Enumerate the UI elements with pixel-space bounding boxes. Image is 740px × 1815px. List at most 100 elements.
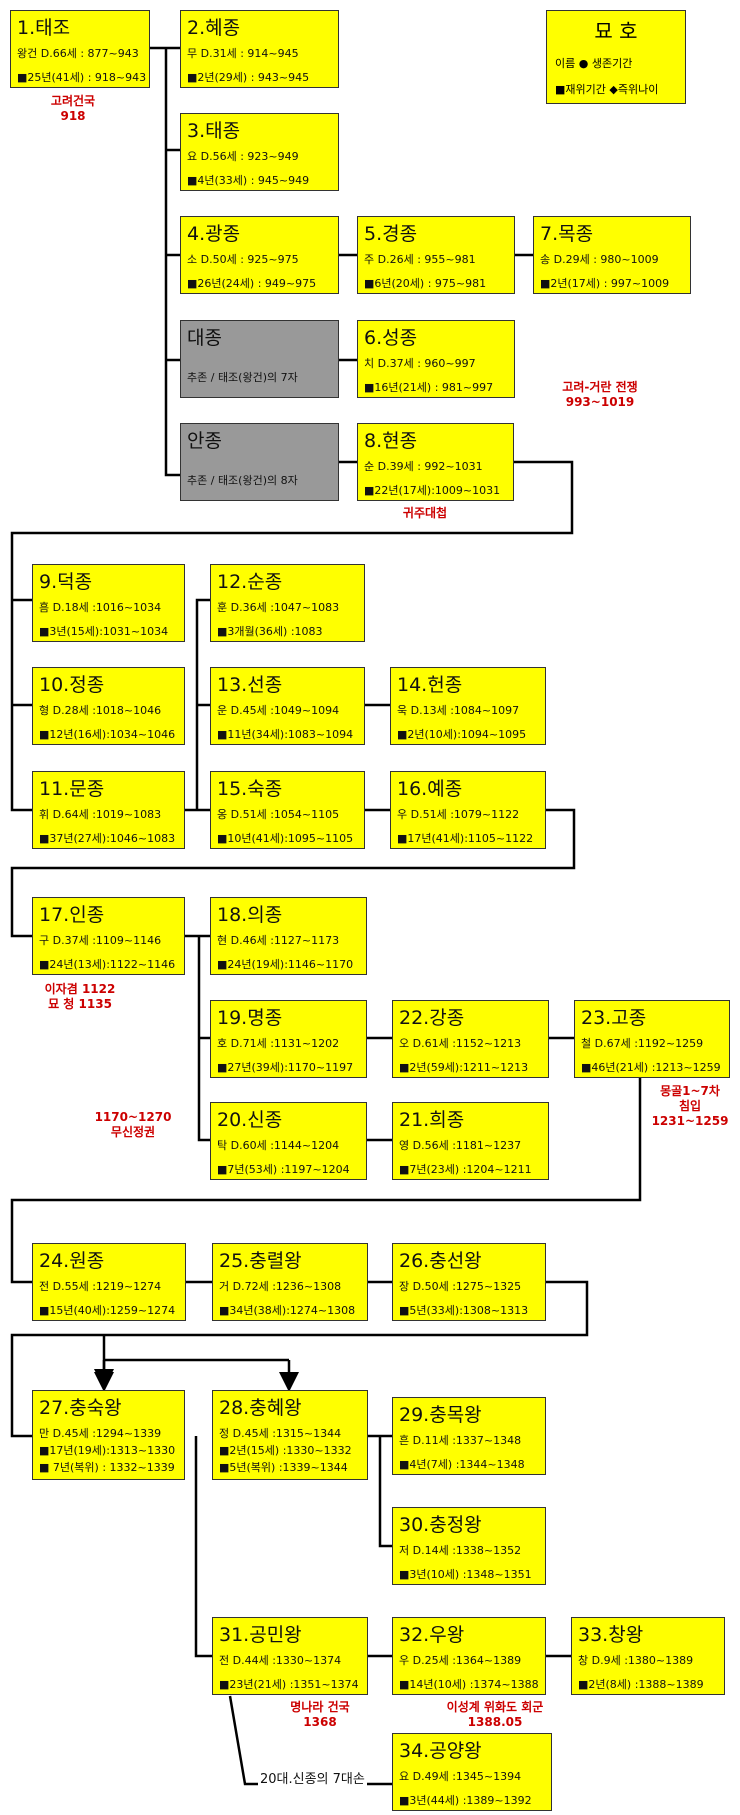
king-reign: ■27년(39세):1170~1197 [217,1061,354,1074]
king-title: 2.혜종 [187,17,241,39]
king-box-28: 28.충혜왕 정 D.45세 :1315~1344 ■2년(15세) :1330… [212,1390,368,1480]
king-box-18: 18.의종 현 D.46세 :1127~1173 ■24년(19세):1146~… [210,897,367,975]
king-life: 치 D.37세 : 960~997 [364,357,476,370]
king-box-21: 21.희종 영 D.56세 :1181~1237 ■7년(23세) :1204~… [392,1102,549,1180]
king-box-25: 25.충렬왕 거 D.72세 :1236~1308 ■34년(38세):1274… [212,1243,368,1321]
king-life: 철 D.67세 :1192~1259 [581,1037,704,1050]
king-title: 7.목종 [540,223,594,245]
king-title: 22.강종 [399,1007,465,1029]
king-title: 5.경종 [364,223,418,245]
line-8-descend [10,460,574,812]
king-life: 송 D.29세 : 980~1009 [540,253,659,266]
note-gwiju: 귀주대첩 [402,506,448,520]
king-reign: ■4년(33세) : 945~949 [187,174,310,187]
king-life: 추존 / 태조(왕건)의 7자 [187,371,298,384]
legend-title: 묘 호 [594,19,638,43]
king-title: 10.정종 [39,674,105,696]
king-reign: ■2년(29세) : 943~945 [187,71,310,84]
king-reign: ■15년(40세):1259~1274 [39,1304,176,1317]
king-life: 거 D.72세 :1236~1308 [219,1280,342,1293]
king-title: 33.창왕 [578,1624,644,1646]
king-reign: ■25년(41세) : 918~943 [17,71,147,84]
king-life: 요 D.49세 :1345~1394 [399,1770,522,1783]
king-box-29: 29.충목왕 흔 D.11세 :1337~1348 ■4년(7세) :1344~… [392,1397,546,1475]
king-box-10: 10.정종 형 D.28세 :1018~1046 ■12년(16세):1034~… [32,667,185,745]
king-life: 창 D.9세 :1380~1389 [578,1654,694,1667]
king-title: 24.원종 [39,1250,105,1272]
king-title: 31.공민왕 [219,1624,302,1646]
king-title: 9.덕종 [39,571,93,593]
king-life: 현 D.46세 :1127~1173 [217,934,340,947]
king-box-daejong: 대종 추존 / 태조(왕건)의 7자 [180,320,339,398]
king-reign: ■6년(20세) : 975~981 [364,277,487,290]
king-life: 소 D.50세 : 925~975 [187,253,299,266]
king-life: 탁 D.60세 :1144~1204 [217,1139,340,1152]
king-reign: ■11년(34세):1083~1094 [217,728,354,741]
legend-box: 묘 호 이름 ● 생존기간 ■재위기간 ◆즉위나이 [546,10,686,104]
king-box-14: 14.헌종 욱 D.13세 :1084~1097 ■2년(10세):1094~1… [390,667,546,745]
king-reign: ■3개월(36세) :1083 [217,625,323,638]
king-box-11: 11.문종 휘 D.64세 :1019~1083 ■37년(27세):1046~… [32,771,185,849]
king-box-17: 17.인종 구 D.37세 :1109~1146 ■24년(13세):1122~… [32,897,185,975]
king-reign: ■3년(44세) :1389~1392 [399,1794,532,1807]
king-box-27: 27.충숙왕 만 D.45세 :1294~1339 ■17년(19세):1313… [32,1390,185,1480]
king-box-anjong: 안종 추존 / 태조(왕건)의 8자 [180,423,339,501]
king-title: 4.광종 [187,223,241,245]
king-reign: ■17년(41세):1105~1122 [397,832,534,845]
king-box-5: 5.경종 주 D.26세 : 955~981 ■6년(20세) : 975~98… [357,216,515,294]
king-reign: ■17년(19세):1313~1330 [39,1444,176,1457]
king-title: 29.충목왕 [399,1404,482,1426]
king-title: 대종 [187,327,222,349]
king-title: 27.충숙왕 [39,1397,122,1419]
king-life: 주 D.26세 : 955~981 [364,253,476,266]
king-reign: ■2년(17세) : 997~1009 [540,277,670,290]
king-reign: ■2년(10세):1094~1095 [397,728,527,741]
king-title: 6.성종 [364,327,418,349]
king-title: 34.공양왕 [399,1740,482,1762]
king-life: 저 D.14세 :1338~1352 [399,1544,522,1557]
king-box-34: 34.공양왕 요 D.49세 :1345~1394 ■3년(44세) :1389… [392,1733,552,1811]
king-box-6: 6.성종 치 D.37세 : 960~997 ■16년(21세) : 981~9… [357,320,515,398]
king-box-16: 16.예종 우 D.51세 :1079~1122 ■17년(41세):1105~… [390,771,546,849]
king-title: 28.충혜왕 [219,1397,302,1419]
line-11-trunk [195,598,210,810]
king-title: 32.우왕 [399,1624,465,1646]
king-reign: ■37년(27세):1046~1083 [39,832,176,845]
annotation-sinjong-descendant: 20대.신종의 7대손 [258,1768,367,1787]
king-box-7: 7.목종 송 D.29세 : 980~1009 ■2년(17세) : 997~1… [533,216,691,294]
king-reign: ■3년(15세):1031~1034 [39,625,169,638]
king-life: 흔 D.11세 :1337~1348 [399,1434,522,1447]
king-title: 8.현종 [364,430,418,452]
king-reign: ■2년(8세) :1388~1389 [578,1678,704,1691]
king-box-3: 3.태종 요 D.56세 : 923~949 ■4년(33세) : 945~94… [180,113,339,191]
king-title: 21.희종 [399,1109,465,1131]
king-box-4: 4.광종 소 D.50세 : 925~975 ■26년(24세) : 949~9… [180,216,339,294]
king-life: 욱 D.13세 :1084~1097 [397,704,520,717]
line-trunk-1 [164,48,180,477]
king-life: 흠 D.18세 :1016~1034 [39,601,162,614]
king-life: 형 D.28세 :1018~1046 [39,704,162,717]
king-box-23: 23.고종 철 D.67세 :1192~1259 ■46년(21세) :1213… [574,1000,730,1078]
king-title: 13.선종 [217,674,283,696]
king-box-13: 13.선종 운 D.45세 :1049~1094 ■11년(34세):1083~… [210,667,365,745]
king-life: 전 D.44세 :1330~1374 [219,1654,342,1667]
king-title: 19.명종 [217,1007,283,1029]
king-box-15: 15.숙종 옹 D.51세 :1054~1105 ■10년(41세):1095~… [210,771,365,849]
king-title: 23.고종 [581,1007,647,1029]
king-reign: ■2년(59세):1211~1213 [399,1061,529,1074]
king-reign: ■4년(7세) :1344~1348 [399,1458,525,1471]
king-reign: ■24년(19세):1146~1170 [217,958,354,971]
king-life: 구 D.37세 :1109~1146 [39,934,162,947]
king-box-9: 9.덕종 흠 D.18세 :1016~1034 ■3년(15세):1031~10… [32,564,185,642]
king-box-26: 26.충선왕 장 D.50세 :1275~1325 ■5년(33세):1308~… [392,1243,546,1321]
king-box-20: 20.신종 탁 D.60세 :1144~1204 ■7년(53세) :1197~… [210,1102,367,1180]
king-reign: ■14년(10세) :1374~1388 [399,1678,539,1691]
king-title: 25.충렬왕 [219,1250,302,1272]
king-life: 장 D.50세 :1275~1325 [399,1280,522,1293]
king-box-2: 2.혜종 무 D.31세 : 914~945 ■2년(29세) : 943~94… [180,10,339,88]
king-title: 26.충선왕 [399,1250,482,1272]
king-title: 16.예종 [397,778,463,800]
